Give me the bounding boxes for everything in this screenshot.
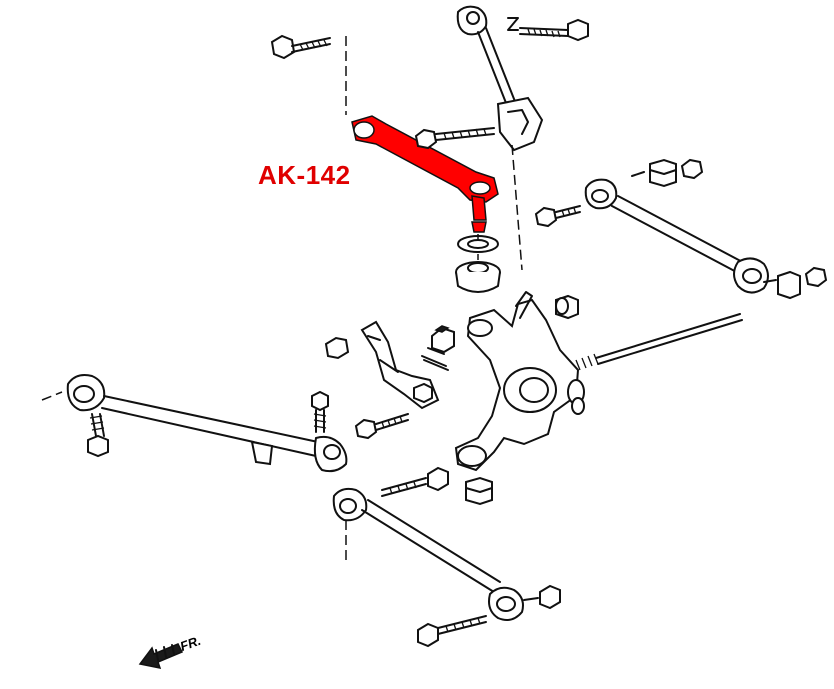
knuckle-bolt-right <box>575 313 743 371</box>
bottom-arm-bolt-end <box>417 615 487 648</box>
ball-joint-seal-stack <box>455 234 501 293</box>
bracket-bolt <box>354 413 409 440</box>
lower-lateral-link-left <box>66 374 348 473</box>
upper-mount-bolt-left <box>270 34 331 60</box>
right-link-bushings-end <box>763 266 828 300</box>
part-number-label: AK-142 <box>258 160 351 190</box>
cotter-pin <box>421 347 449 371</box>
upper-arm-bolt <box>414 127 495 150</box>
bracket-nut-left <box>324 336 350 360</box>
upper-lateral-link-right <box>584 178 769 294</box>
lower-arm-bottom <box>332 487 524 621</box>
right-link-bolt-left <box>534 205 581 228</box>
upper-trailing-link <box>456 5 544 271</box>
alignment-line-left <box>41 391 63 401</box>
knuckle-bushing <box>555 294 579 320</box>
vertical-bolt-left <box>311 390 329 433</box>
bottom-arm-nut <box>523 584 561 610</box>
stabilizer-bracket <box>360 320 440 410</box>
bottom-arm-bolt-top <box>381 466 449 497</box>
upper-trailing-link-bolt <box>507 17 589 42</box>
bottom-arm-bushing <box>465 476 493 506</box>
upper-control-arm-highlighted <box>351 115 499 233</box>
lower-link-bolt-left <box>87 413 109 458</box>
front-direction-arrow-icon <box>138 643 184 669</box>
right-link-bushings-top <box>631 158 704 188</box>
rear-knuckle <box>454 291 585 472</box>
bracket-nut-center <box>431 325 455 354</box>
